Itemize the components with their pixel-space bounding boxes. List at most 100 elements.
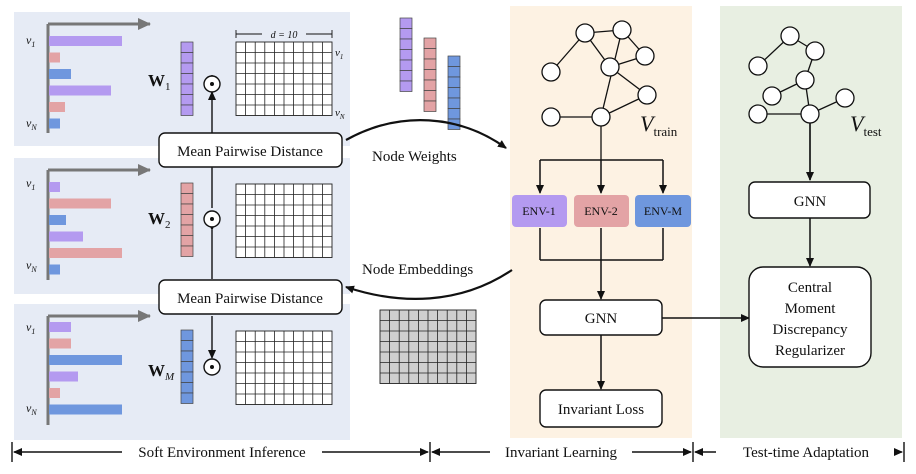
vector-cell: [180, 94, 194, 106]
embedding-grid-3: [235, 330, 333, 405]
node-weights-label: Node Weights: [372, 149, 457, 165]
vector-cell: [447, 108, 461, 120]
vector-cell: [423, 100, 437, 112]
vn-label-1: vN: [26, 116, 37, 132]
vector-cell: [423, 37, 437, 49]
node-weight-vectors: [399, 17, 461, 130]
env-1-box: ENV-1: [512, 195, 567, 227]
wm-label: WM: [148, 361, 175, 383]
bar: [49, 322, 71, 332]
vector-cell: [180, 62, 194, 74]
vn-label-3: vN: [26, 401, 37, 417]
bar: [49, 182, 60, 192]
vector-cell: [180, 392, 194, 404]
bar-chart-1: [46, 18, 151, 133]
grid-row-vn: vN: [335, 107, 345, 121]
bar: [49, 231, 83, 242]
odot-icon-2: [203, 210, 221, 228]
vector-cell: [180, 203, 194, 215]
bar: [49, 338, 71, 349]
bar: [49, 388, 60, 398]
svg-text:Regularizer: Regularizer: [775, 343, 845, 359]
bar: [49, 198, 111, 209]
vector-cell: [447, 55, 461, 67]
gnn-box-train: GNN: [539, 299, 663, 336]
vector-cell: [180, 329, 194, 341]
dimension-annotation: d = 10: [235, 27, 333, 41]
bar: [49, 52, 60, 63]
env-2-box: ENV-2: [574, 195, 629, 227]
vector-cell: [180, 182, 194, 194]
vector-cell: [399, 70, 413, 82]
v1-label-1: v1: [26, 33, 35, 49]
mpd-box-2: Mean Pairwise Distance: [158, 279, 343, 315]
vector-cell: [447, 66, 461, 78]
svg-text:Discrepancy: Discrepancy: [773, 322, 848, 338]
vector-cell: [180, 41, 194, 53]
mpd-box-1: Mean Pairwise Distance: [158, 132, 343, 168]
section-tta-label: Test-time Adaptation: [743, 445, 870, 461]
svg-text:d = 10: d = 10: [271, 30, 298, 41]
env-m-box: ENV-M: [635, 195, 691, 227]
embedding-grid-1: [235, 41, 333, 116]
svg-text:Moment: Moment: [785, 301, 837, 317]
bar-chart-2: [46, 164, 151, 280]
vector-cell: [423, 79, 437, 91]
invariant-loss-box: Invariant Loss: [539, 389, 663, 428]
vector-cell: [180, 52, 194, 64]
node-embedding-grid: [379, 309, 477, 384]
vector-cell: [399, 80, 413, 92]
bar: [49, 248, 122, 258]
odot-icon-3: [203, 358, 221, 376]
svg-text:Central: Central: [788, 280, 832, 296]
vector-cell: [180, 83, 194, 95]
vector-cell: [447, 97, 461, 109]
svg-text:ENV-2: ENV-2: [584, 204, 618, 218]
test-graph: [748, 26, 855, 180]
bar: [49, 36, 122, 46]
node-weights-arrow: [345, 119, 507, 149]
svg-text:ENV-1: ENV-1: [522, 204, 556, 218]
vector-cell: [399, 28, 413, 40]
vector-cell: [180, 73, 194, 85]
vn-label-2: vN: [26, 258, 37, 274]
weight-vector-w1: [180, 41, 194, 116]
embedding-grid-2: [235, 183, 333, 258]
svg-text:GNN: GNN: [794, 194, 827, 210]
w1-label: W1: [148, 71, 171, 93]
vector-cell: [180, 361, 194, 373]
bar: [49, 264, 60, 275]
vector-cell: [180, 193, 194, 205]
vector-cell: [180, 245, 194, 257]
bar: [49, 69, 71, 79]
w2-label: W2: [148, 209, 171, 231]
vector-cell: [180, 104, 194, 116]
bar: [49, 371, 78, 382]
vector-cell: [447, 87, 461, 99]
section-soft-label: Soft Environment Inference: [138, 445, 306, 461]
svg-text:Invariant Loss: Invariant Loss: [558, 402, 644, 418]
svg-text:Mean Pairwise Distance: Mean Pairwise Distance: [177, 144, 323, 160]
bar: [49, 85, 111, 96]
vector-cell: [180, 350, 194, 362]
vector-cell: [447, 76, 461, 88]
train-graph: [541, 20, 657, 160]
vector-cell: [399, 49, 413, 61]
vector-cell: [399, 17, 413, 29]
section-span-arrows: [11, 442, 905, 462]
bar: [49, 355, 122, 365]
vector-cell: [423, 58, 437, 70]
env-branch-lines: [536, 159, 667, 300]
node-embeddings-arrow: [345, 269, 513, 300]
vector-cell: [180, 382, 194, 394]
odot-icon-1: [203, 75, 221, 93]
vector-cell: [423, 48, 437, 60]
vector-cell: [180, 371, 194, 383]
weight-vector-w2: [180, 182, 194, 257]
vector-cell: [399, 38, 413, 50]
weight-vector-wm: [180, 329, 194, 404]
bar: [49, 404, 122, 415]
tta-panel: [720, 6, 902, 438]
vector-cell: [180, 340, 194, 352]
train-set-label: Vtrain: [640, 111, 678, 139]
